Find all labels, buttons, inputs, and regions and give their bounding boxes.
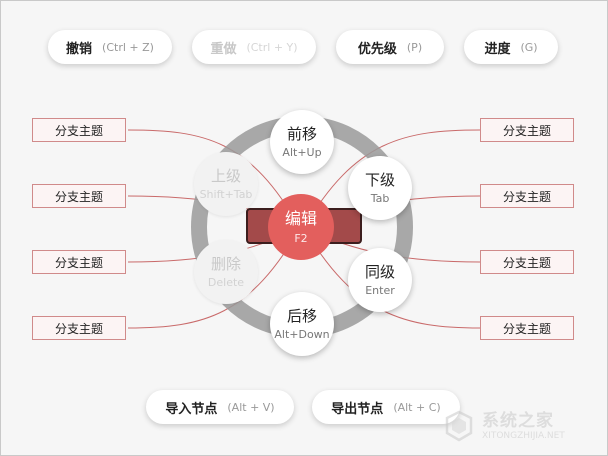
branch-topic-right[interactable]: 分支主题 [480,118,574,142]
watermark: 系统之家 XITONGZHIJIA.NET [442,404,602,448]
add-sibling-shortcut: Enter [365,284,395,297]
move-backward-shortcut: Alt+Down [274,328,330,341]
branch-topic-left[interactable]: 分支主题 [32,118,126,142]
undo-shortcut: (Ctrl + Z) [102,40,154,54]
progress-label: 进度 [484,41,511,57]
progress-shortcut: (G) [520,40,538,54]
edit-button[interactable]: 编辑 F2 [268,194,334,260]
watermark-url: XITONGZHIJIA.NET [482,430,565,441]
priority-button[interactable]: 优先级 (P) [336,30,444,64]
move-forward-label: 前移 [286,125,317,143]
progress-button[interactable]: 进度 (G) [464,30,558,64]
redo-button[interactable]: 重做 (Ctrl + Y) [192,30,316,64]
priority-label: 优先级 [357,41,397,57]
branch-topic-right[interactable]: 分支主题 [480,316,574,340]
redo-label: 重做 [210,41,237,57]
branch-topic-left[interactable]: 分支主题 [32,184,126,208]
move-backward-button[interactable]: 后移 Alt+Down [270,292,334,356]
add-child-label: 下级 [364,171,395,189]
link-line [127,227,301,329]
import-node-shortcut: (Alt + V) [227,400,275,414]
export-node-shortcut: (Alt + C) [393,400,441,414]
branch-topic-right[interactable]: 分支主题 [480,250,574,274]
link-line [303,129,481,229]
import-node-label: 导入节点 [165,401,218,417]
delete-button[interactable]: 删除 Delete [194,240,258,304]
undo-button[interactable]: 撤销 (Ctrl + Z) [48,30,172,64]
export-node-label: 导出节点 [331,401,384,417]
move-forward-shortcut: Alt+Up [282,146,322,159]
add-child-shortcut: Tab [370,192,390,205]
add-sibling-label: 同级 [364,263,395,281]
add-parent-label: 上级 [210,167,241,185]
delete-label: 删除 [210,255,241,273]
add-parent-shortcut: Shift+Tab [199,188,253,201]
priority-shortcut: (P) [406,40,423,54]
edit-shortcut: F2 [294,231,308,245]
move-forward-button[interactable]: 前移 Alt+Up [270,110,334,174]
branch-topic-left[interactable]: 分支主题 [32,250,126,274]
move-backward-label: 后移 [286,307,317,325]
add-sibling-button[interactable]: 同级 Enter [348,248,412,312]
add-parent-button[interactable]: 上级 Shift+Tab [194,152,258,216]
export-node-button[interactable]: 导出节点 (Alt + C) [312,390,460,424]
watermark-text: 系统之家 [482,410,554,431]
edit-label: 编辑 [284,208,317,228]
watermark-logo-icon [445,410,473,442]
branch-topic-right[interactable]: 分支主题 [480,184,574,208]
add-child-button[interactable]: 下级 Tab [348,156,412,220]
import-node-button[interactable]: 导入节点 (Alt + V) [146,390,294,424]
undo-label: 撤销 [66,41,93,57]
redo-shortcut: (Ctrl + Y) [246,40,298,54]
delete-shortcut: Delete [207,276,245,289]
branch-topic-left[interactable]: 分支主题 [32,316,126,340]
